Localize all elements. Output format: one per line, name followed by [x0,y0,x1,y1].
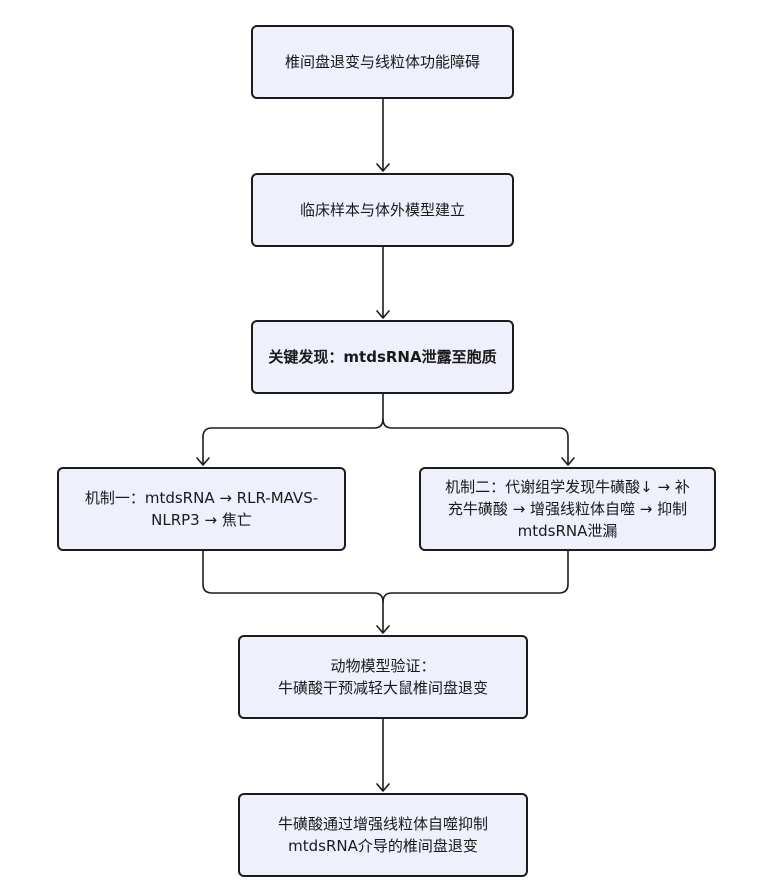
node-key-finding: 关键发现：mtdsRNA泄露至胞质 [251,320,514,394]
node-label: 牛磺酸通过增强线粒体自噬抑制 mtdsRNA介导的椎间盘退变 [277,815,488,855]
node-ivdd-mito-dysfunction: 椎间盘退变与线粒体功能障碍 [251,25,514,99]
arrowhead-merge-to-6 [376,625,390,634]
connector-3-split-right [382,418,569,465]
node-label: 机制二：代谢组学发现牛磺酸↓ → 补 充牛磺酸 → 增强线粒体自噬 → 抑制 m… [445,478,690,540]
node-label: 椎间盘退变与线粒体功能障碍 [284,53,480,71]
node-conclusion: 牛磺酸通过增强线粒体自噬抑制 mtdsRNA介导的椎间盘退变 [238,793,528,877]
node-label: 动物模型验证： 牛磺酸干预减轻大鼠椎间盘退变 [277,657,488,697]
node-mechanism-one: 机制一：mtdsRNA → RLR-MAVS- NLRP3 → 焦亡 [57,467,346,551]
node-mechanism-two: 机制二：代谢组学发现牛磺酸↓ → 补 充牛磺酸 → 增强线粒体自噬 → 抑制 m… [419,467,716,551]
arrowhead-1-to-2 [376,163,390,172]
node-label: 关键发现：mtdsRNA泄露至胞质 [268,348,497,366]
node-label: 临床样本与体外模型建立 [299,201,465,219]
connector-3-split [202,393,384,465]
connector-4-merge [202,550,384,633]
arrowhead-3-to-4 [196,457,210,466]
arrowhead-3-to-5 [561,457,575,466]
node-label: 机制一：mtdsRNA → RLR-MAVS- NLRP3 → 焦亡 [84,489,319,529]
arrowhead-2-to-3 [376,310,390,319]
node-animal-model-validation: 动物模型验证： 牛磺酸干预减轻大鼠椎间盘退变 [238,635,528,719]
connector-5-merge [382,550,569,603]
node-clinical-and-in-vitro-models: 临床样本与体外模型建立 [251,173,514,247]
arrowhead-6-to-7 [376,783,390,792]
